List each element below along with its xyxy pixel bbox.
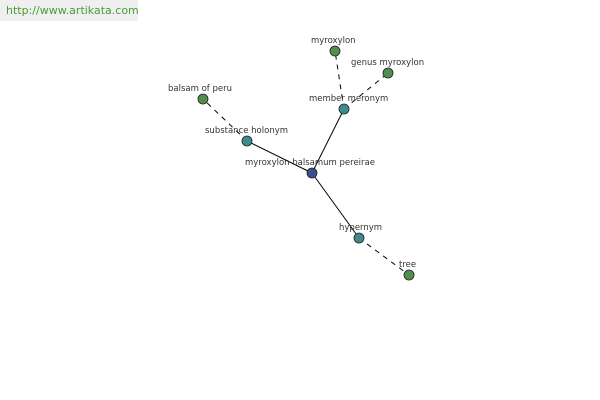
relation-label-substance-holonym[interactable]: substance holonym — [205, 126, 288, 136]
relation-node-substance-holonym[interactable] — [241, 135, 253, 147]
leaf-node-tree[interactable] — [403, 269, 415, 281]
leaf-node-genus-myroxylon[interactable] — [382, 67, 394, 79]
leaf-label-balsam-of-peru[interactable]: balsam of peru — [168, 84, 232, 94]
edge-center-hypernym — [311, 172, 360, 239]
url-banner: http://www.artikata.com — [0, 0, 139, 21]
leaf-label-tree[interactable]: tree — [399, 260, 416, 270]
leaf-node-balsam-of-peru[interactable] — [197, 93, 209, 105]
site-url-link[interactable]: http://www.artikata.com — [6, 4, 139, 17]
edge-center-substance-holonym — [246, 140, 313, 174]
relation-label-hypernym[interactable]: hypernym — [339, 223, 382, 233]
center-node-label[interactable]: myroxylon balsamum pereirae — [245, 158, 375, 168]
relation-label-member-meronym[interactable]: member meronym — [309, 94, 388, 104]
edge-center-member-meronym — [311, 108, 345, 174]
edge-substance-holonym-balsam-of-peru — [202, 98, 248, 142]
edge-hypernym-tree — [358, 237, 410, 276]
relation-node-hypernym[interactable] — [353, 232, 365, 244]
center-node[interactable] — [306, 167, 318, 179]
leaf-label-myroxylon[interactable]: myroxylon — [311, 36, 356, 46]
leaf-node-myroxylon[interactable] — [329, 45, 341, 57]
relation-node-member-meronym[interactable] — [338, 103, 350, 115]
leaf-label-genus-myroxylon[interactable]: genus myroxylon — [351, 58, 424, 68]
